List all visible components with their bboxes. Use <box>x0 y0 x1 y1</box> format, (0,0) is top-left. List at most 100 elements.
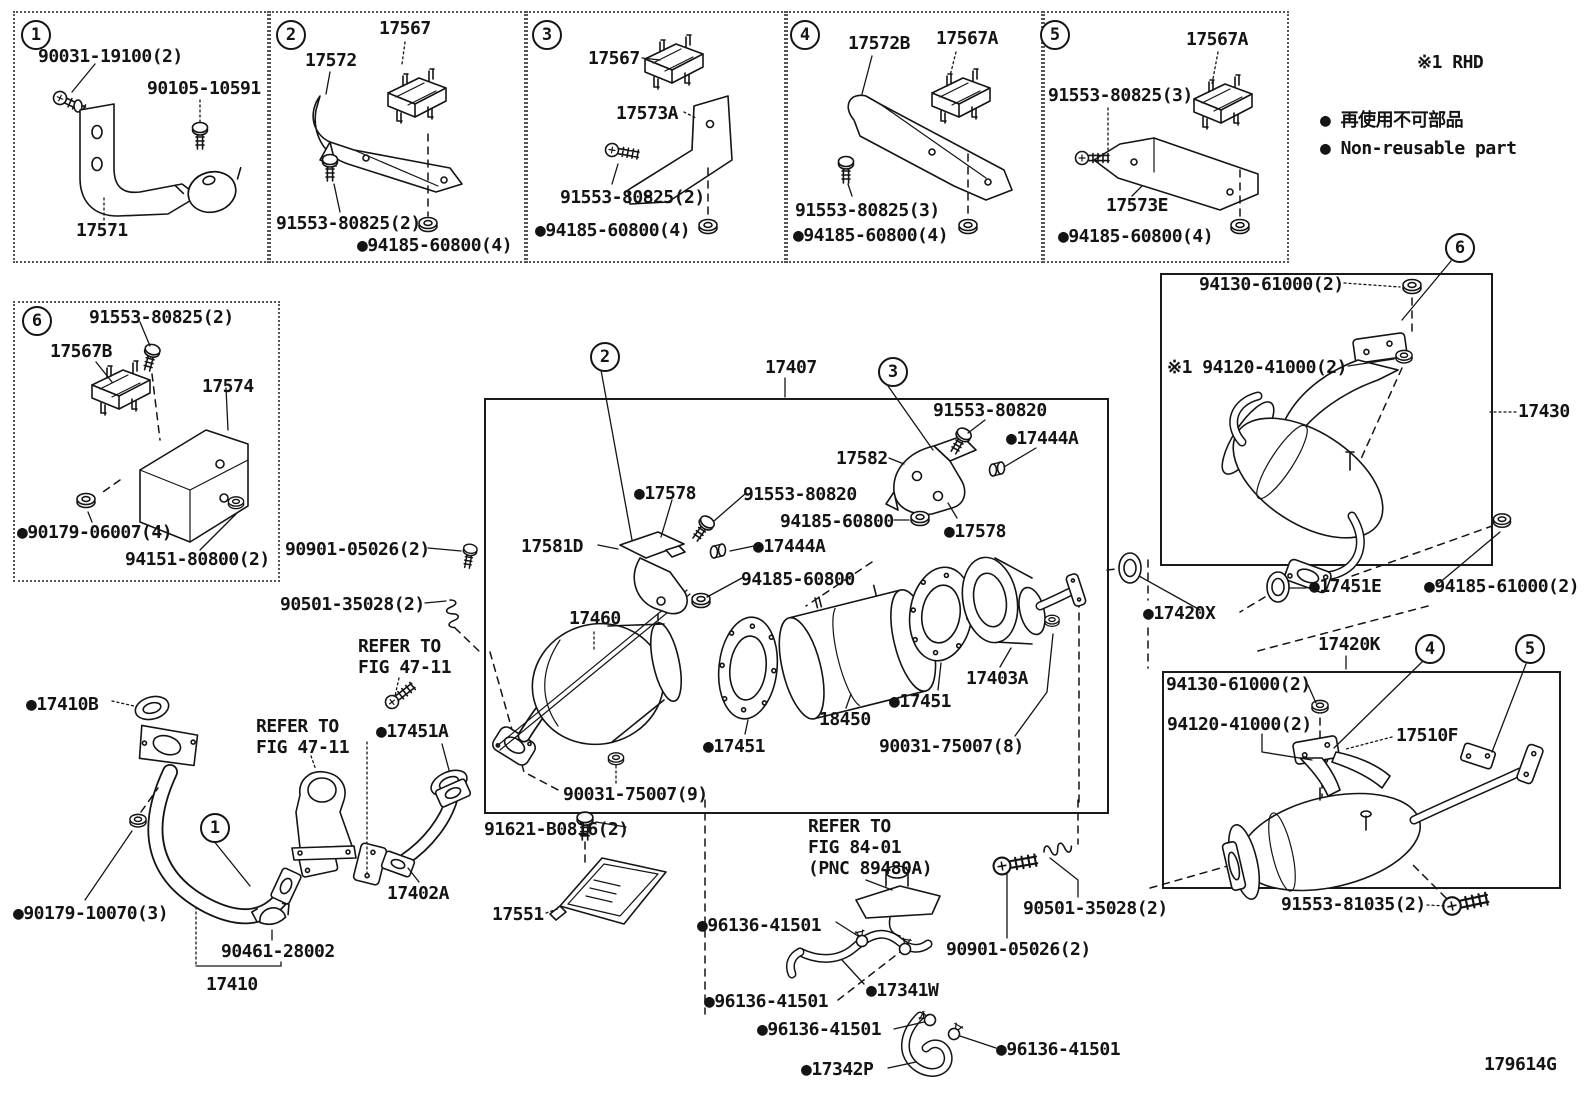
label-17403a: 17403A <box>966 668 1029 689</box>
panel-box-main-17407 <box>484 398 1109 814</box>
panel-box-4 <box>786 11 1043 263</box>
label-17451-a: ●17451 <box>703 736 766 757</box>
label-17510f: 17510F <box>1396 725 1459 746</box>
panel-box-1 <box>13 11 269 263</box>
panel-box-17430 <box>1160 273 1493 566</box>
drawing-17574-bracket <box>76 321 249 551</box>
label-94120-41000-a: ※1 94120-41000(2) <box>1167 357 1347 378</box>
label-17451a: ●17451A <box>376 721 449 742</box>
label-sheet-code: 179614G <box>1484 1054 1557 1075</box>
label-90031-75007-8: 90031-75007(8) <box>879 736 1024 757</box>
drawing-17407-front-pipe-assembly <box>489 369 1087 807</box>
label-91553-80825-box4: 91553-80825(3) <box>795 200 940 221</box>
label-17581d: 17581D <box>521 536 584 557</box>
label-17407: 17407 <box>765 357 817 378</box>
drawing-17341w-hoses <box>704 799 1079 1077</box>
panel-box-3 <box>526 11 786 263</box>
label-refer-fig47-11-b: REFER TO FIG 47-11 <box>256 716 350 758</box>
callout-4-right: 4 <box>1415 634 1445 664</box>
label-17451-b: ●17451 <box>889 691 952 712</box>
label-17410: 17410 <box>206 974 258 995</box>
label-94185-60800-a: 94185-60800 <box>780 511 894 532</box>
label-17410b: ●17410B <box>26 694 99 715</box>
label-91553-80825-box2: 91553-80825(2) <box>276 213 421 234</box>
label-17573e: 17573E <box>1106 195 1169 216</box>
label-94185-60800-box4: ●94185-60800(4) <box>793 225 949 246</box>
label-90901-05026-b: 90901-05026(2) <box>946 939 1091 960</box>
label-94185-60800-box3: ●94185-60800(4) <box>535 220 691 241</box>
label-94185-60800-box2: ●94185-60800(4) <box>357 235 513 256</box>
label-18450: 18450 <box>819 709 871 730</box>
label-90105-10591: 90105-10591 <box>147 78 261 99</box>
label-91553-80825-box5: 91553-80825(3) <box>1048 85 1193 106</box>
callout-6-right: 6 <box>1445 233 1475 263</box>
label-91621-b0816: 91621-B0816(2) <box>484 819 629 840</box>
panel-box-5 <box>1043 11 1289 263</box>
label-17420x: ●17420X <box>1143 603 1216 624</box>
panel-box-2 <box>269 11 526 263</box>
label-17573a: 17573A <box>616 103 679 124</box>
label-91553-81035: 91553-81035(2) <box>1281 894 1426 915</box>
callout-1-pipe: 1 <box>200 813 230 843</box>
label-17444a-a: ●17444A <box>1006 428 1079 449</box>
drawing-17410-front-pipe <box>84 542 481 967</box>
label-17402a: 17402A <box>387 883 450 904</box>
label-17341w: ●17341W <box>866 980 939 1001</box>
label-17567a-box4: 17567A <box>936 28 999 49</box>
label-17444a-b: ●17444A <box>753 536 826 557</box>
label-refer-fig47-11-a: REFER TO FIG 47-11 <box>358 636 452 678</box>
label-90031-19100: 90031-19100(2) <box>38 46 183 67</box>
label-91553-80825-box3: 91553-80825(2) <box>560 187 705 208</box>
label-17578-b: ●17578 <box>944 521 1007 542</box>
legend-non-reusable-en: ● Non-reusable part <box>1320 138 1517 159</box>
label-94130-61000-a: 94130-61000(2) <box>1199 274 1344 295</box>
drawing-17572-bracket <box>312 41 463 233</box>
label-94185-60800-box5: ●94185-60800(4) <box>1058 226 1214 247</box>
label-94185-61000: ●94185-61000(2) <box>1424 576 1580 597</box>
label-17571: 17571 <box>76 220 128 241</box>
label-17582: 17582 <box>836 448 888 469</box>
label-17342p: ●17342P <box>801 1059 874 1080</box>
label-94130-61000-b: 94130-61000(2) <box>1166 674 1311 695</box>
label-90501-35028-b: 90501-35028(2) <box>1023 898 1168 919</box>
label-91553-80820-b: 91553-80820 <box>743 484 857 505</box>
callout-2-box: 2 <box>276 20 306 50</box>
label-96136-41501-b: ●96136-41501 <box>704 991 829 1012</box>
label-90901-05026-a: 90901-05026(2) <box>285 539 430 560</box>
callout-5-box: 5 <box>1040 20 1070 50</box>
label-94185-60800-b: 94185-60800 <box>741 569 855 590</box>
label-90501-35028-a: 90501-35028(2) <box>280 594 425 615</box>
panel-box-6 <box>13 301 280 582</box>
callout-3-box: 3 <box>532 20 562 50</box>
label-90461-28002: 90461-28002 <box>221 941 335 962</box>
label-17551: 17551 <box>492 904 544 925</box>
label-17451e: ●17451E <box>1309 576 1382 597</box>
label-17460: 17460 <box>569 608 621 629</box>
label-rhd-note: ※1 RHD <box>1417 52 1484 73</box>
callout-3-main: 3 <box>878 357 908 387</box>
callout-1-box: 1 <box>21 20 51 50</box>
label-17567-box3: 17567 <box>588 48 640 69</box>
panel-box-17420k <box>1162 671 1561 889</box>
label-91553-80820-a: 91553-80820 <box>933 400 1047 421</box>
label-17567b: 17567B <box>50 341 113 362</box>
label-refer-fig84-01: REFER TO FIG 84-01 (PNC 89480A) <box>808 816 933 879</box>
drawing-17420k-tailpipe <box>1149 655 1544 918</box>
callout-2-main: 2 <box>590 342 620 372</box>
drawing-17551-insulator <box>545 811 667 925</box>
label-90179-10070: ●90179-10070(3) <box>13 903 169 924</box>
label-96136-41501-d: ●96136-41501 <box>996 1039 1121 1060</box>
label-17572: 17572 <box>305 50 357 71</box>
label-90031-75007-9: 90031-75007(9) <box>563 784 708 805</box>
label-17567-box2: 17567 <box>379 18 431 39</box>
drawing-17571-bracket <box>50 63 242 221</box>
label-17420k: 17420K <box>1318 634 1381 655</box>
label-17578-a: ●17578 <box>634 483 697 504</box>
label-96136-41501-c: ●96136-41501 <box>757 1019 882 1040</box>
label-17574: 17574 <box>202 376 254 397</box>
label-96136-41501-a: ●96136-41501 <box>697 915 822 936</box>
label-90179-06007: ●90179-06007(4) <box>17 522 173 543</box>
label-94120-41000-b: 94120-41000(2) <box>1167 714 1312 735</box>
